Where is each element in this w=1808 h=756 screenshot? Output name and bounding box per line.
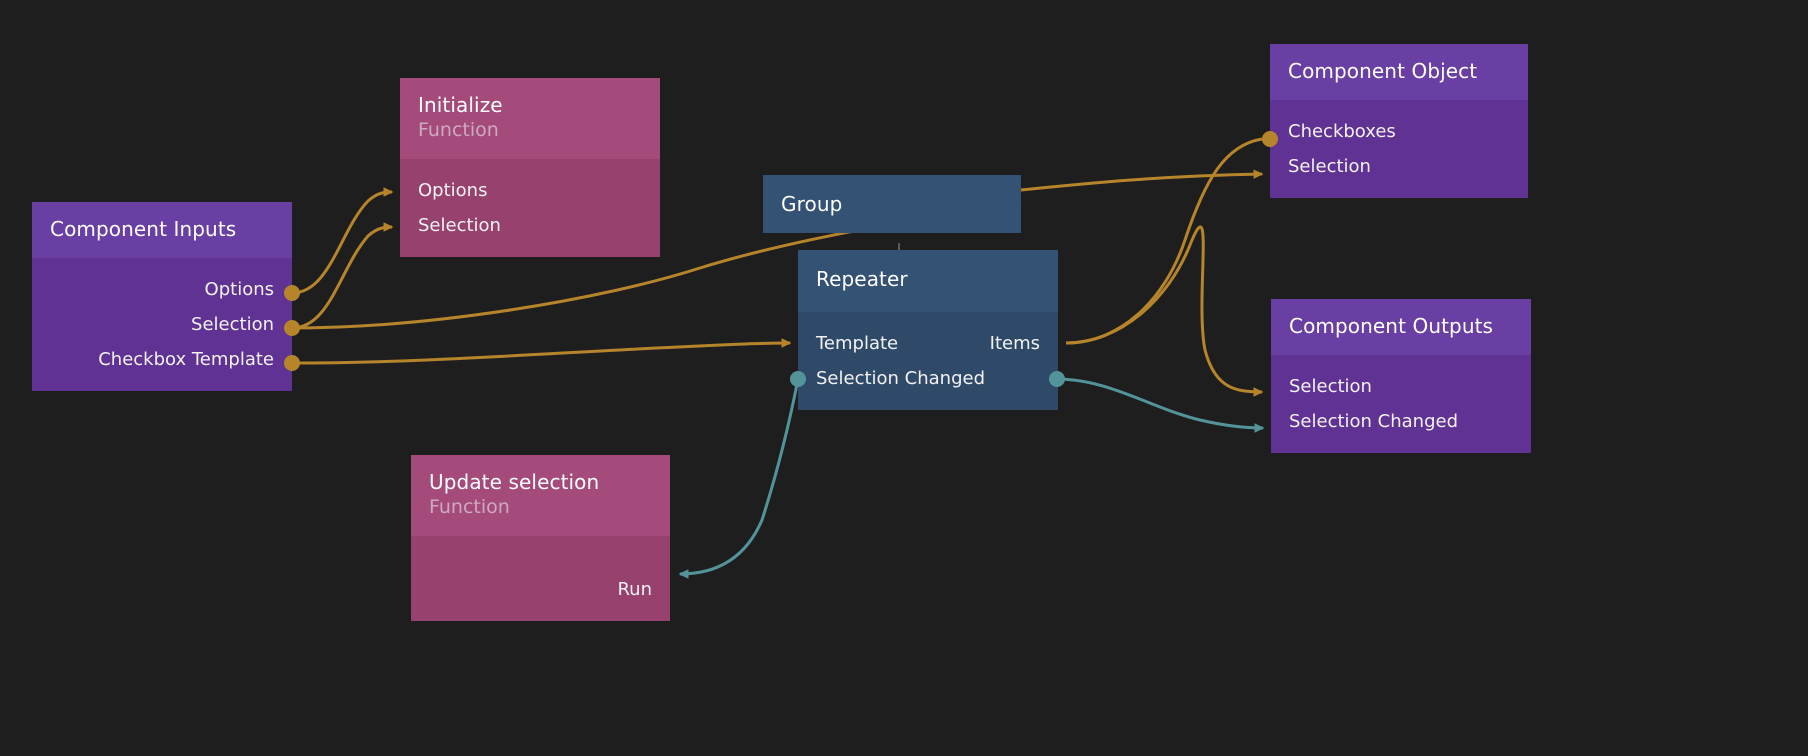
port-selection[interactable]: Selection: [400, 208, 660, 243]
port-options[interactable]: Options: [400, 173, 660, 208]
port-knob-inputs-options[interactable]: [284, 285, 300, 301]
port-knob-object-checkboxes[interactable]: [1262, 131, 1278, 147]
port-label: Run: [617, 578, 652, 600]
wire-inputs-selection-to-initialize-selection: [291, 222, 394, 330]
port-knob-repeater-selection-changed-out[interactable]: [1049, 371, 1065, 387]
wire-repeater-selchanged-to-update-run: [678, 378, 800, 579]
node-header-group: Group: [763, 175, 1021, 233]
node-title: Initialize: [418, 93, 503, 117]
port-label: Options: [204, 278, 274, 300]
port-label-items: Items: [989, 332, 1040, 354]
port-label: Selection Changed: [816, 367, 986, 389]
port-label: Selection: [418, 214, 501, 236]
node-subtitle: Function: [429, 496, 510, 518]
port-label: Selection: [191, 313, 274, 335]
node-body-component-outputs: Selection Selection Changed: [1271, 355, 1531, 453]
port-label-template: Template: [816, 332, 899, 354]
node-title: Group: [781, 192, 843, 216]
node-body-component-object: Checkboxes Selection: [1270, 100, 1528, 198]
node-body-repeater: Template Items Selection Changed: [798, 312, 1058, 410]
node-component-object[interactable]: Component Object Checkboxes Selection: [1270, 44, 1528, 198]
port-checkbox-template[interactable]: Checkbox Template: [32, 342, 292, 377]
port-checkboxes[interactable]: Checkboxes: [1270, 114, 1528, 149]
node-title: Repeater: [816, 267, 908, 291]
node-header-component-inputs: Component Inputs: [32, 202, 292, 258]
node-body-component-inputs: Options Selection Checkbox Template: [32, 258, 292, 391]
port-knob-inputs-checkbox-template[interactable]: [284, 355, 300, 371]
wire-inputs-options-to-initialize-options: [291, 187, 394, 295]
node-subtitle: Function: [418, 119, 499, 141]
node-update-selection[interactable]: Update selection Function Run: [411, 455, 670, 621]
port-label: Options: [418, 179, 488, 201]
port-selection[interactable]: Selection: [1271, 369, 1531, 404]
node-title: Component Object: [1288, 59, 1478, 83]
port-knob-inputs-selection[interactable]: [284, 320, 300, 336]
node-header-initialize: Initialize Function: [400, 78, 660, 159]
node-component-outputs[interactable]: Component Outputs Selection Selection Ch…: [1271, 299, 1531, 453]
node-body-initialize: Options Selection: [400, 159, 660, 257]
port-knob-repeater-selection-changed-in[interactable]: [790, 371, 806, 387]
port-label: Selection: [1289, 375, 1372, 397]
wire-group-to-component-object-selection: [1020, 169, 1264, 192]
node-header-repeater: Repeater: [798, 250, 1058, 312]
port-selection[interactable]: Selection: [1270, 149, 1528, 184]
port-selection[interactable]: Selection: [32, 307, 292, 342]
port-selection-changed[interactable]: Selection Changed: [798, 361, 1058, 396]
wire-inputs-checkbox-template-to-repeater-template: [291, 338, 792, 365]
port-label: Checkboxes: [1288, 120, 1396, 142]
node-component-inputs[interactable]: Component Inputs Options Selection Check…: [32, 202, 292, 391]
node-title: Component Inputs: [50, 217, 237, 241]
node-header-component-object: Component Object: [1270, 44, 1528, 100]
port-selection-changed[interactable]: Selection Changed: [1271, 404, 1531, 439]
node-group[interactable]: Group: [763, 175, 1021, 233]
node-title: Update selection: [429, 470, 600, 494]
wire-repeater-items-to-component-outputs-selection: [1065, 225, 1264, 397]
node-title: Component Outputs: [1289, 314, 1494, 338]
node-body-update-selection: Run: [411, 536, 670, 621]
port-label: Selection: [1288, 155, 1371, 177]
wire-repeater-items-to-component-object-checkboxes: [1065, 137, 1263, 345]
port-options[interactable]: Options: [32, 272, 292, 307]
port-label: Selection Changed: [1289, 410, 1459, 432]
node-header-component-outputs: Component Outputs: [1271, 299, 1531, 355]
node-initialize[interactable]: Initialize Function Options Selection: [400, 78, 660, 257]
port-run[interactable]: Run: [411, 572, 670, 607]
wire-repeater-selchanged-to-outputs-selchanged: [1055, 377, 1265, 433]
node-repeater[interactable]: Repeater Template Items Selection Change…: [798, 250, 1058, 410]
port-template-items[interactable]: Template Items: [798, 326, 1058, 361]
port-label: Checkbox Template: [98, 348, 274, 370]
node-header-update-selection: Update selection Function: [411, 455, 670, 536]
